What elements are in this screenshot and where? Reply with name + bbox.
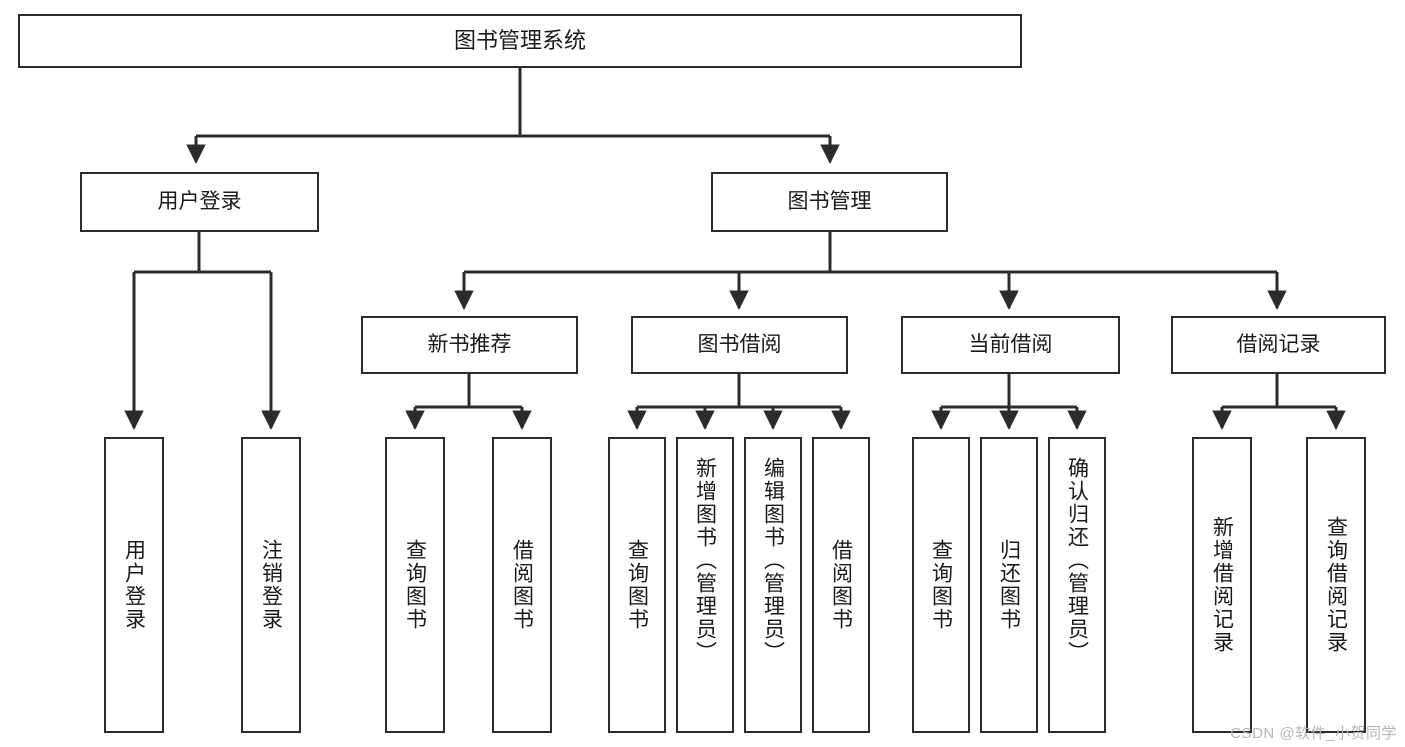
leaf-new-book-1-label: 借阅图书 <box>510 539 534 631</box>
node-book-management[interactable]: 图书管理 <box>711 172 948 232</box>
node-current-borrow-label: 当前借阅 <box>968 333 1053 357</box>
node-root-book-management-system[interactable]: 图书管理系统 <box>18 14 1022 68</box>
leaf-current-borrow-1[interactable]: 归还图书 <box>980 437 1038 733</box>
leaf-current-borrow-2[interactable]: 确认归还（管理员） <box>1048 437 1106 733</box>
leaf-user-login-0[interactable]: 用户登录 <box>104 437 164 733</box>
leaf-book-borrow-1[interactable]: 新增图书（管理员） <box>676 437 734 733</box>
node-user-login[interactable]: 用户登录 <box>80 172 319 232</box>
leaf-borrow-record-0[interactable]: 新增借阅记录 <box>1192 437 1252 733</box>
leaf-book-borrow-3[interactable]: 借阅图书 <box>812 437 870 733</box>
leaf-book-borrow-0-label: 查询图书 <box>625 539 649 631</box>
leaf-book-borrow-0[interactable]: 查询图书 <box>608 437 666 733</box>
leaf-new-book-1[interactable]: 借阅图书 <box>492 437 552 733</box>
leaf-current-borrow-0-label: 查询图书 <box>929 539 953 631</box>
leaf-current-borrow-1-label: 归还图书 <box>997 539 1021 631</box>
leaf-book-borrow-3-label: 借阅图书 <box>829 539 853 631</box>
leaf-user-login-1-label: 注销登录 <box>259 539 283 631</box>
leaf-new-book-0[interactable]: 查询图书 <box>385 437 445 733</box>
leaf-user-login-1[interactable]: 注销登录 <box>241 437 301 733</box>
leaf-new-book-0-label: 查询图书 <box>403 539 427 631</box>
leaf-borrow-record-1[interactable]: 查询借阅记录 <box>1306 437 1366 733</box>
leaf-borrow-record-1-label: 查询借阅记录 <box>1324 516 1348 654</box>
watermark-text: CSDN @软件_小贺同学 <box>1230 725 1397 742</box>
node-root-label: 图书管理系统 <box>453 27 586 53</box>
node-book-borrow-label: 图书借阅 <box>697 333 782 357</box>
node-new-book-recommend[interactable]: 新书推荐 <box>361 316 578 374</box>
node-book-management-label: 图书管理 <box>787 190 872 214</box>
leaf-user-login-0-label: 用户登录 <box>122 539 146 631</box>
node-user-login-label: 用户登录 <box>157 190 242 214</box>
leaf-current-borrow-0[interactable]: 查询图书 <box>912 437 970 733</box>
node-borrow-record[interactable]: 借阅记录 <box>1171 316 1386 374</box>
leaf-book-borrow-2[interactable]: 编辑图书（管理员） <box>744 437 802 733</box>
leaf-current-borrow-2-label: 确认归还（管理员） <box>1065 457 1089 664</box>
leaf-book-borrow-2-label: 编辑图书（管理员） <box>761 457 785 664</box>
node-new-book-recommend-label: 新书推荐 <box>427 333 512 357</box>
node-book-borrow[interactable]: 图书借阅 <box>631 316 848 374</box>
leaf-borrow-record-0-label: 新增借阅记录 <box>1210 516 1234 654</box>
node-borrow-record-label: 借阅记录 <box>1236 333 1321 357</box>
node-current-borrow[interactable]: 当前借阅 <box>901 316 1120 374</box>
leaf-book-borrow-1-label: 新增图书（管理员） <box>693 457 717 664</box>
